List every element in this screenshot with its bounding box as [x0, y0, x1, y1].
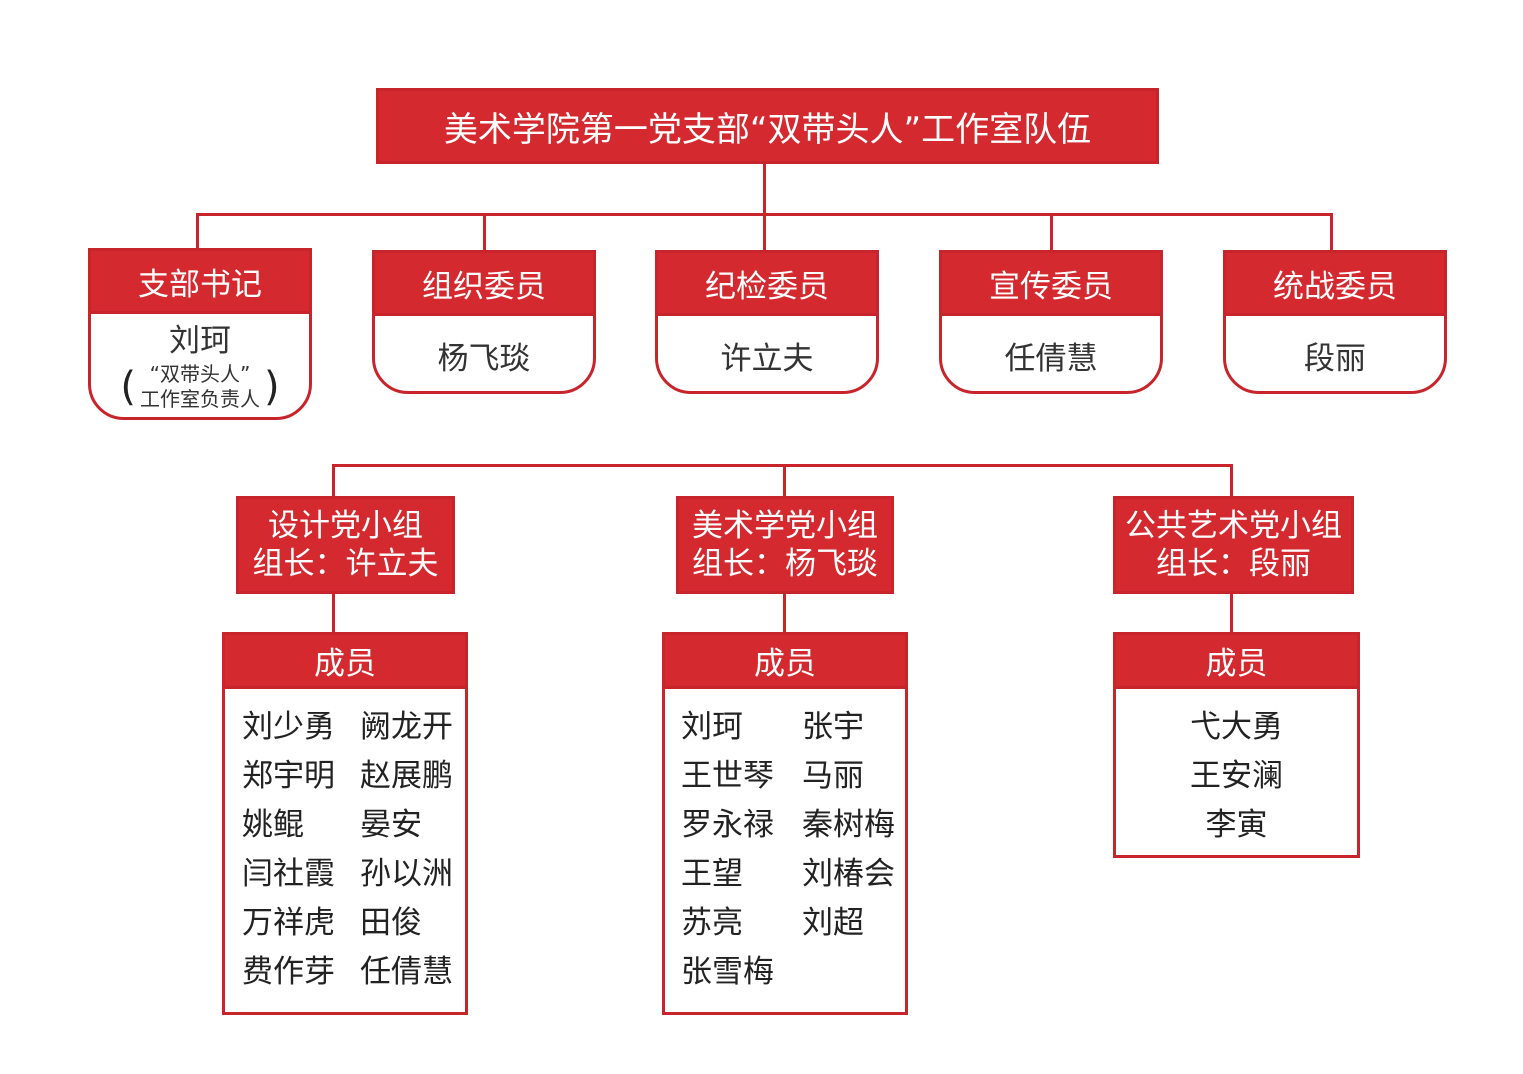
member-name: 闫社霞 [242, 856, 335, 892]
member-name: 苏亮 [681, 905, 743, 941]
member-name: 刘珂 [681, 709, 743, 745]
group-leader: 组长：杨飞琰 [692, 546, 878, 582]
connector-group-2 [783, 464, 786, 496]
connector-role-5 [1330, 213, 1333, 250]
members-title: 成员 [1116, 635, 1357, 689]
role-box-publicity: 宣传委员 任倩慧 [939, 250, 1163, 394]
group-name: 公共艺术党小组 [1125, 508, 1342, 544]
member-name: 罗永禄 [681, 807, 774, 843]
member-name: 刘超 [802, 905, 864, 941]
members-list: 刘珂 张宇王世琴马丽罗永禄秦树梅王望 刘椿会苏亮 刘超张雪梅 [665, 689, 905, 992]
role-name: 许立夫 [720, 340, 814, 377]
org-chart-title: 美术学院第一党支部“双带头人”工作室队伍 [376, 88, 1159, 164]
connector-role-4 [1050, 213, 1053, 250]
connector-title-down [763, 164, 766, 216]
note-close-bracket: ) [264, 364, 280, 410]
members-box-public-art: 成员 弋大勇王安澜李寅 [1113, 632, 1360, 858]
group-leader: 组长：段丽 [1156, 546, 1311, 582]
member-name: 万祥虎 [242, 905, 335, 941]
connector-role-3 [763, 213, 766, 250]
group-name: 设计党小组 [268, 508, 423, 544]
role-title: 组织委员 [375, 253, 593, 316]
members-box-fine-arts: 成员 刘珂 张宇王世琴马丽罗永禄秦树梅王望 刘椿会苏亮 刘超张雪梅 [662, 632, 908, 1015]
members-list: 弋大勇王安澜李寅 [1116, 689, 1357, 845]
member-name: 任倩慧 [360, 954, 453, 990]
member-name: 王世琴 [681, 758, 774, 794]
connector-role-1 [196, 213, 199, 250]
role-note: ( “双带头人” 工作室负责人 ) [120, 362, 279, 412]
member-name: 秦树梅 [802, 807, 895, 843]
role-title: 统战委员 [1226, 253, 1444, 316]
member-name: 赵展鹏 [360, 758, 453, 794]
connector-groups-bar [332, 464, 1233, 467]
connector-members-3 [1230, 594, 1233, 632]
connector-group-3 [1230, 464, 1233, 496]
role-name: 杨飞琰 [437, 340, 531, 377]
role-name: 段丽 [1304, 340, 1366, 377]
note-line-1: “双带头人” [149, 362, 251, 386]
members-title: 成员 [665, 635, 905, 689]
note-open-bracket: ( [120, 364, 136, 410]
member-name: 姚鲲 [242, 807, 304, 843]
role-title: 支部书记 [91, 251, 309, 314]
member-name: 李寅 [1205, 807, 1268, 843]
role-name: 刘珂 [169, 323, 231, 359]
role-box-secretary: 支部书记 刘珂 ( “双带头人” 工作室负责人 ) [88, 248, 312, 420]
member-name: 费作芽 [242, 954, 335, 990]
connector-group-1 [332, 464, 335, 496]
group-name: 美术学党小组 [692, 508, 878, 544]
group-box-fine-arts: 美术学党小组 组长：杨飞琰 [676, 496, 894, 594]
member-name: 晏安 [360, 807, 422, 843]
member-name: 田俊 [360, 905, 422, 941]
note-line-2: 工作室负责人 [140, 387, 260, 411]
member-name: 张宇 [802, 709, 864, 745]
connector-members-2 [783, 594, 786, 632]
members-list: 刘少勇阙龙开郑宇明赵展鹏姚鲲 晏安闫社霞孙以洲万祥虎田俊费作芽任倩慧 [225, 689, 465, 992]
role-box-united-front: 统战委员 段丽 [1223, 250, 1447, 394]
role-box-discipline: 纪检委员 许立夫 [655, 250, 879, 394]
member-name: 弋大勇 [1190, 709, 1283, 745]
role-box-organization: 组织委员 杨飞琰 [372, 250, 596, 394]
group-box-public-art: 公共艺术党小组 组长：段丽 [1113, 496, 1354, 594]
members-title: 成员 [225, 635, 465, 689]
member-name: 马丽 [802, 758, 864, 794]
group-leader: 组长：许立夫 [252, 546, 439, 582]
member-name: 刘椿会 [802, 856, 895, 892]
group-box-design: 设计党小组 组长：许立夫 [236, 496, 455, 594]
role-title: 宣传委员 [942, 253, 1160, 316]
role-title: 纪检委员 [658, 253, 876, 316]
connector-role-2 [483, 213, 486, 250]
members-box-design: 成员 刘少勇阙龙开郑宇明赵展鹏姚鲲 晏安闫社霞孙以洲万祥虎田俊费作芽任倩慧 [222, 632, 468, 1015]
connector-members-1 [332, 594, 335, 632]
member-name: 王望 [681, 856, 743, 892]
role-name: 任倩慧 [1004, 340, 1098, 377]
member-name: 刘少勇 [242, 709, 335, 745]
member-name: 孙以洲 [360, 856, 453, 892]
member-name: 郑宇明 [242, 758, 335, 794]
member-name: 张雪梅 [681, 954, 774, 990]
member-name: 王安澜 [1190, 758, 1283, 794]
member-name: 阙龙开 [360, 709, 453, 745]
